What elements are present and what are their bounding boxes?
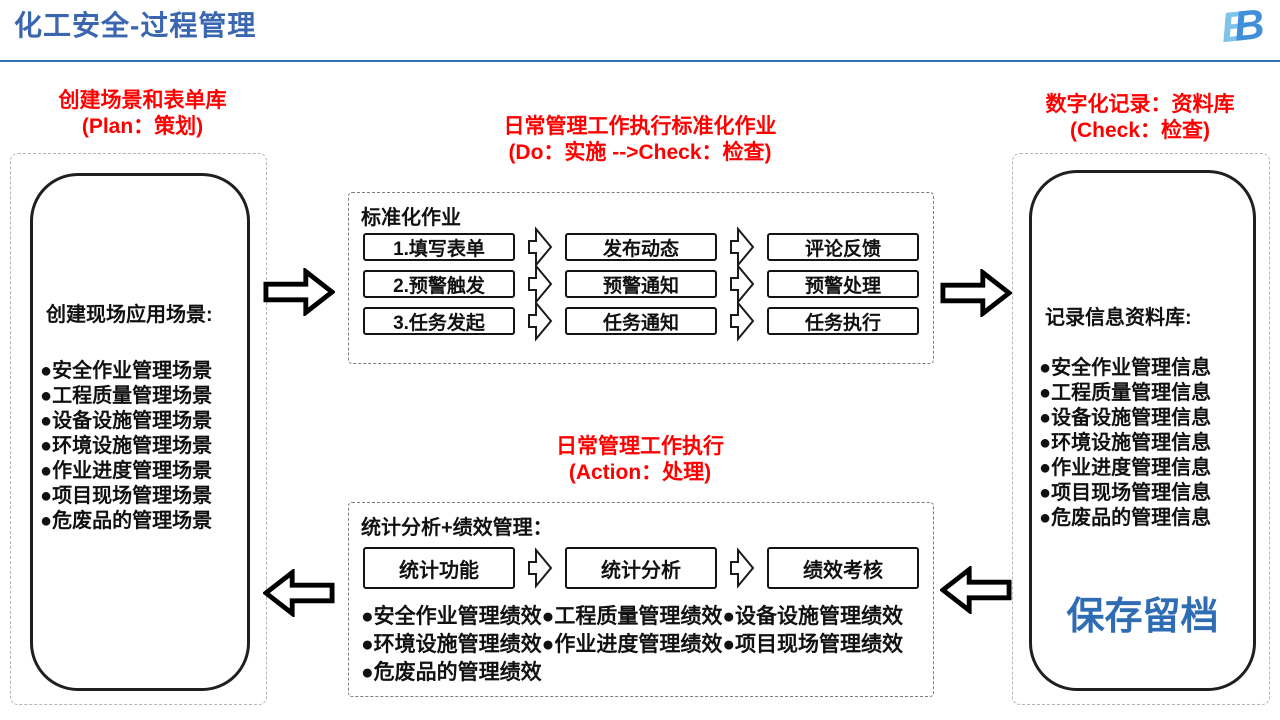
chevron-right-icon	[515, 547, 565, 589]
check-heading-line1: 数字化记录：资料库	[1045, 93, 1235, 116]
check-heading-line2: (Check：检查)	[1069, 119, 1211, 142]
chevron-right-icon	[717, 300, 767, 342]
step-box: 绩效考核	[767, 547, 919, 589]
step-box: 3.任务发起	[363, 307, 515, 335]
list-item: ●作业进度管理场景	[40, 460, 213, 482]
list-item: ●安全作业管理场景	[40, 360, 213, 382]
do-steps-area: 1.填写表单 发布动态 评论反馈 2.预警触发 预警通知 预警处理 3.任务发起…	[363, 226, 919, 344]
logo-letter-b: B	[1231, 0, 1267, 50]
step-box: 发布动态	[565, 233, 717, 261]
list-item: ●安全作业管理信息	[1039, 357, 1212, 379]
block-arrow-right-icon	[940, 269, 1012, 317]
company-logo-icon: EB	[1218, 0, 1267, 51]
step-box: 预警通知	[565, 270, 717, 298]
plan-scene-list: ●安全作业管理场景 ●工程质量管理场景 ●设备设施管理场景 ●环境设施管理场景 …	[40, 359, 212, 534]
statistics-performance-box: 统计分析+绩效管理： 统计功能 统计分析 绩效考核 ●安全作业管理绩效●工程质量…	[348, 502, 934, 697]
action-box-title: 统计分析+绩效管理：	[361, 517, 553, 539]
plan-section-heading: 创建场景和表单库 (Plan：策划)	[0, 88, 285, 140]
check-capsule: 记录信息资料库: ●安全作业管理信息 ●工程质量管理信息 ●设备设施管理信息 ●…	[1029, 170, 1256, 691]
block-arrow-right-icon	[263, 268, 335, 316]
check-section-heading: 数字化记录：资料库 (Check：检查)	[1000, 92, 1280, 144]
step-box: 任务通知	[565, 307, 717, 335]
list-item: ●环境设施管理绩效●作业进度管理绩效●项目现场管理绩效	[361, 633, 904, 656]
action-steps-area: 统计功能 统计分析 绩效考核	[363, 547, 919, 598]
list-item: ●危废品的管理场景	[40, 510, 213, 532]
page-title: 化工安全-过程管理	[14, 10, 257, 41]
action-section-heading: 日常管理工作执行 (Action：处理)	[440, 434, 840, 486]
list-item: ●项目现场管理场景	[40, 485, 213, 507]
check-panel: 记录信息资料库: ●安全作业管理信息 ●工程质量管理信息 ●设备设施管理信息 ●…	[1012, 153, 1270, 705]
header-divider	[0, 60, 1280, 62]
flow-row: 1.填写表单 发布动态 评论反馈	[363, 226, 919, 268]
do-check-section-heading: 日常管理工作执行标准化作业 (Do：实施 -->Check：检查)	[380, 114, 900, 166]
step-box: 统计分析	[565, 547, 717, 589]
standardized-operations-box: 标准化作业 1.填写表单 发布动态 评论反馈 2.预警触发 预警通知 预警处理 …	[348, 192, 934, 364]
do-heading-line1: 日常管理工作执行标准化作业	[503, 115, 777, 138]
flow-row: 2.预警触发 预警通知 预警处理	[363, 263, 919, 305]
check-info-list: ●安全作业管理信息 ●工程质量管理信息 ●设备设施管理信息 ●环境设施管理信息 …	[1039, 356, 1211, 531]
list-item: ●危废品的管理信息	[1039, 507, 1212, 529]
list-item: ●项目现场管理信息	[1039, 482, 1212, 504]
step-box: 预警处理	[767, 270, 919, 298]
plan-intro: 创建现场应用场景:	[46, 304, 213, 326]
step-box: 2.预警触发	[363, 270, 515, 298]
plan-heading-line2: (Plan：策划)	[81, 115, 204, 138]
archive-label: 保存留档	[1066, 596, 1219, 638]
performance-bullet-lines: ●安全作业管理绩效●工程质量管理绩效●设备设施管理绩效 ●环境设施管理绩效●作业…	[361, 603, 903, 687]
list-item: ●工程质量管理场景	[40, 385, 213, 407]
block-arrow-left-icon	[263, 569, 335, 617]
step-box: 任务执行	[767, 307, 919, 335]
step-box: 统计功能	[363, 547, 515, 589]
list-item: ●环境设施管理场景	[40, 435, 213, 457]
do-box-title: 标准化作业	[361, 207, 461, 229]
flow-row: 统计功能 统计分析 绩效考核	[363, 547, 919, 589]
list-item: ●工程质量管理信息	[1039, 382, 1212, 404]
chevron-right-icon	[515, 300, 565, 342]
block-arrow-left-icon	[940, 566, 1012, 614]
chevron-right-icon	[717, 226, 767, 268]
chevron-right-icon	[515, 263, 565, 305]
list-item: ●环境设施管理信息	[1039, 432, 1212, 454]
do-heading-line2: (Do：实施 -->Check：检查)	[508, 141, 772, 164]
list-item: ●设备设施管理场景	[40, 410, 213, 432]
list-item: ●设备设施管理信息	[1039, 407, 1212, 429]
chevron-right-icon	[717, 263, 767, 305]
plan-heading-line1: 创建场景和表单库	[58, 89, 227, 112]
chevron-right-icon	[717, 547, 767, 589]
chevron-right-icon	[515, 226, 565, 268]
action-heading-line1: 日常管理工作执行	[556, 435, 724, 458]
list-item: ●安全作业管理绩效●工程质量管理绩效●设备设施管理绩效	[361, 605, 904, 628]
action-heading-line2: (Action：处理)	[568, 461, 712, 484]
step-box: 评论反馈	[767, 233, 919, 261]
step-box: 1.填写表单	[363, 233, 515, 261]
list-item: ●危废品的管理绩效	[361, 661, 542, 684]
list-item: ●作业进度管理信息	[1039, 457, 1212, 479]
plan-panel: 创建现场应用场景: ●安全作业管理场景 ●工程质量管理场景 ●设备设施管理场景 …	[10, 153, 267, 705]
check-intro: 记录信息资料库:	[1045, 307, 1192, 329]
flow-row: 3.任务发起 任务通知 任务执行	[363, 300, 919, 342]
plan-capsule: 创建现场应用场景: ●安全作业管理场景 ●工程质量管理场景 ●设备设施管理场景 …	[30, 173, 250, 691]
